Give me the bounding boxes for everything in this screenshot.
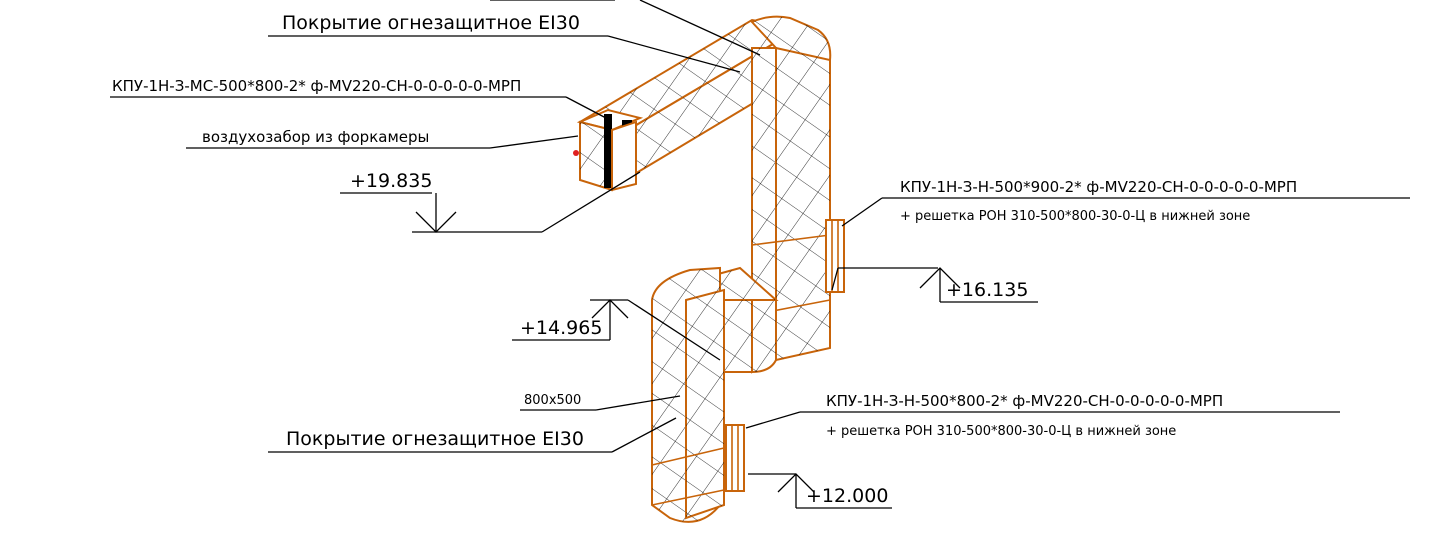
damper-blade [604, 114, 612, 188]
duct-size-label: 800x500 [524, 393, 581, 408]
grille-label-bottom: + решетка РОН 310-500*800-30-0-Ц в нижне… [826, 424, 1176, 439]
elevation-label-2: +16.135 [946, 279, 1028, 301]
air-intake-label: воздухозабор из форкамеры [202, 128, 429, 146]
leader-lines [110, 0, 1410, 509]
duct-assembly [573, 15, 845, 523]
intake-marker-icon [573, 150, 579, 156]
valve-label-bottom: КПУ-1Н-З-Н-500*800-2* ф-MV220-СН-0-0-0-0… [826, 392, 1223, 410]
elevation-label-3: +14.965 [520, 317, 602, 339]
coating-label-top: Покрытие огнезащитное EI30 [282, 12, 580, 34]
air-intake-box [573, 108, 644, 192]
elevation-label-4: +12.000 [806, 485, 888, 507]
valve-label-right: КПУ-1Н-З-Н-500*900-2* ф-MV220-СН-0-0-0-0… [900, 178, 1297, 196]
duct-lower-vertical [651, 266, 725, 523]
riser-damper [825, 219, 845, 293]
valve-label-top: КПУ-1Н-З-МС-500*800-2* ф-MV220-СН-0-0-0-… [112, 77, 521, 95]
coating-label-bottom: Покрытие огнезащитное EI30 [286, 428, 584, 450]
elevation-label-1: +19.835 [350, 170, 432, 192]
lower-damper [725, 424, 745, 492]
annotation-labels: Покрытие огнезащитное EI30 КПУ-1Н-З-МС-5… [112, 12, 1297, 507]
grille-label-right: + решетка РОН 310-500*800-30-0-Ц в нижне… [900, 209, 1250, 224]
